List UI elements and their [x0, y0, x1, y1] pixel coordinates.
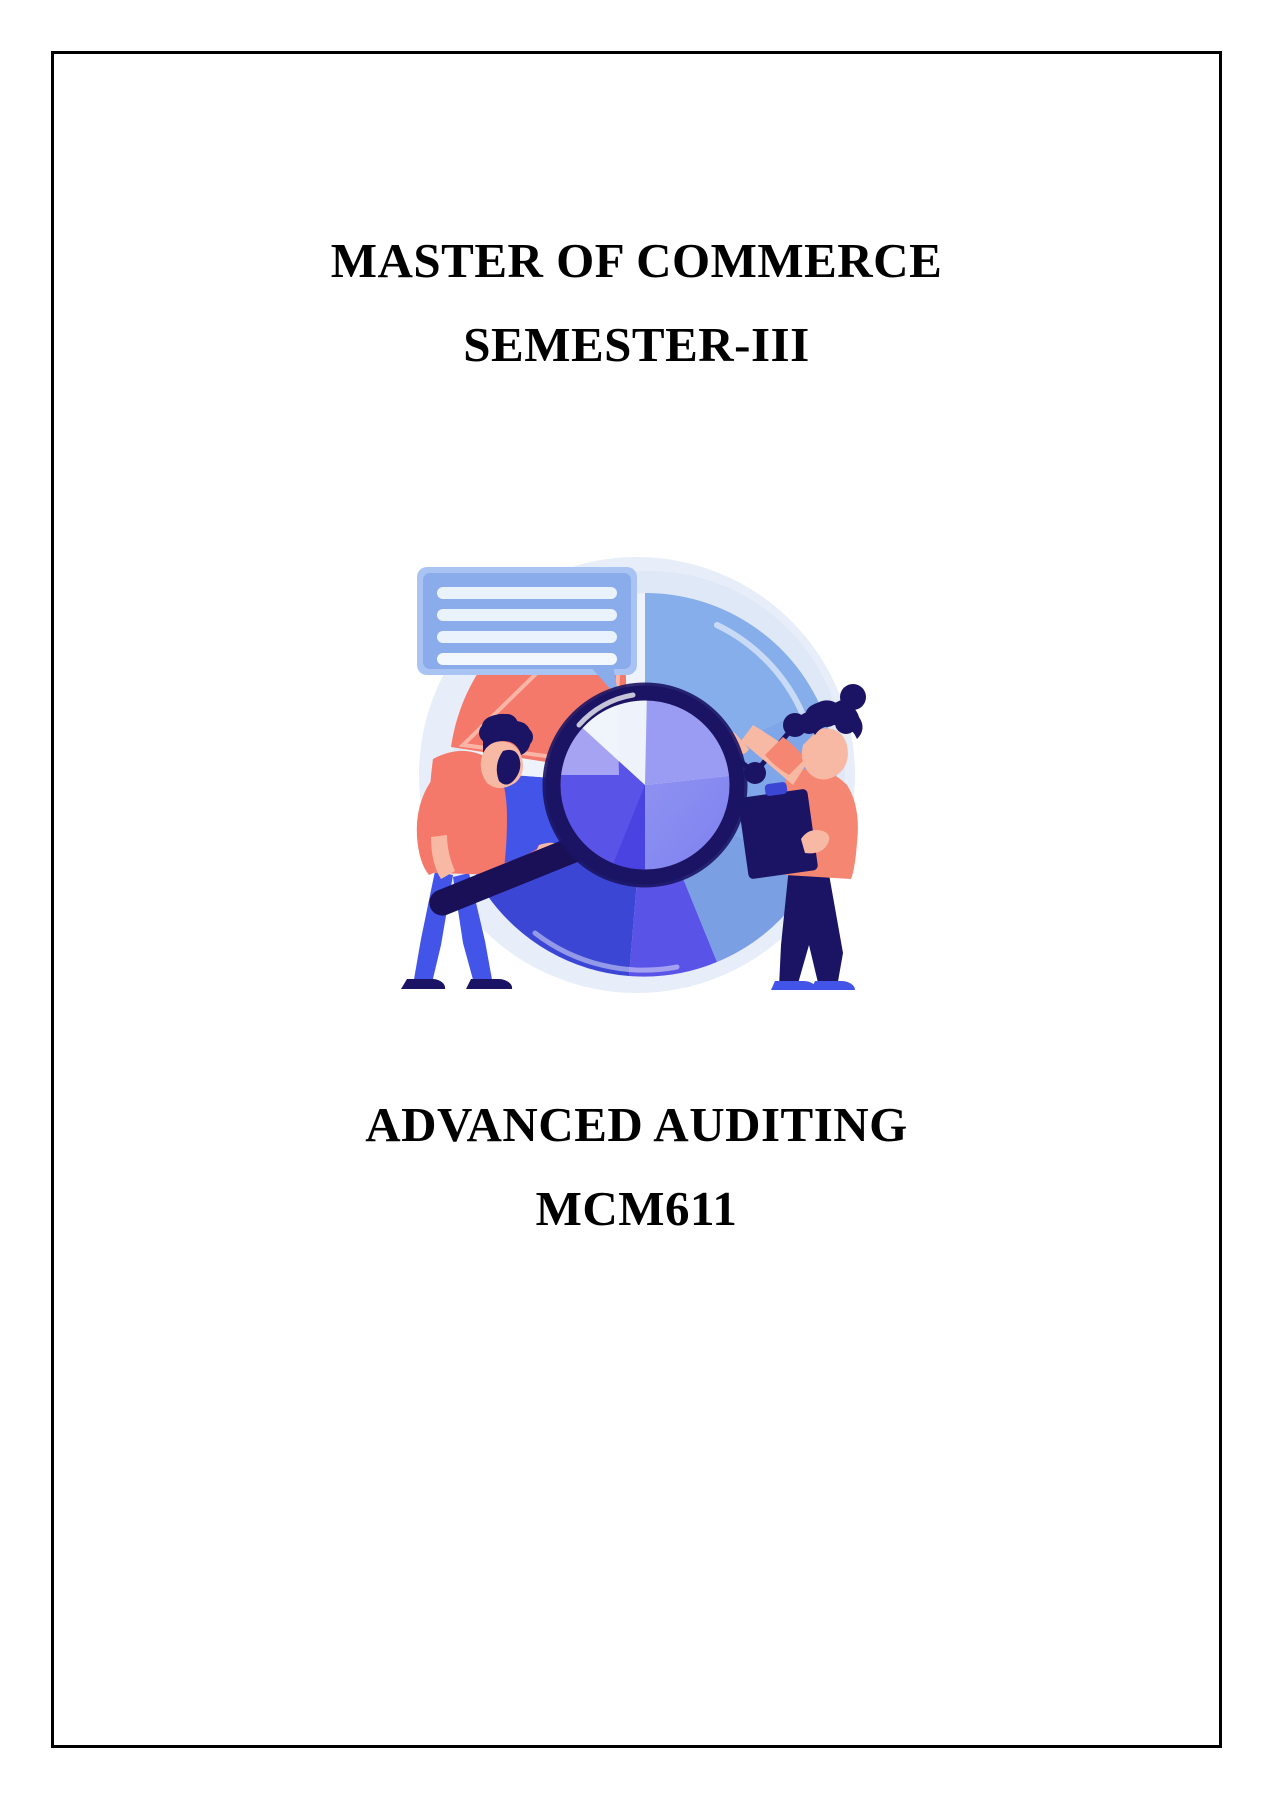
title-block: MASTER OF COMMERCE SEMESTER-III: [51, 219, 1222, 387]
page-title-line-2: SEMESTER-III: [463, 317, 810, 372]
data-audit-analytics-illustration: [400, 557, 866, 993]
clipboard: [737, 782, 818, 879]
speech-bubble-lines: [436, 587, 617, 665]
page-title-line-1: MASTER OF COMMERCE: [330, 233, 943, 288]
course-code: MCM611: [535, 1181, 738, 1236]
pie-arc-highlight-bottom: [532, 930, 679, 973]
cover-illustration: [357, 475, 917, 1015]
footer-block: ADVANCED AUDITING MCM611: [51, 1083, 1222, 1251]
line-graph-node: [839, 684, 866, 710]
line-graph-node: [743, 762, 766, 784]
speech-bubble: [416, 567, 637, 699]
page-content: MASTER OF COMMERCE SEMESTER-III: [51, 51, 1222, 1748]
pie-arc-highlight-top: [713, 622, 810, 728]
course-name: ADVANCED AUDITING: [365, 1097, 908, 1152]
magnifying-glass: [428, 682, 747, 916]
